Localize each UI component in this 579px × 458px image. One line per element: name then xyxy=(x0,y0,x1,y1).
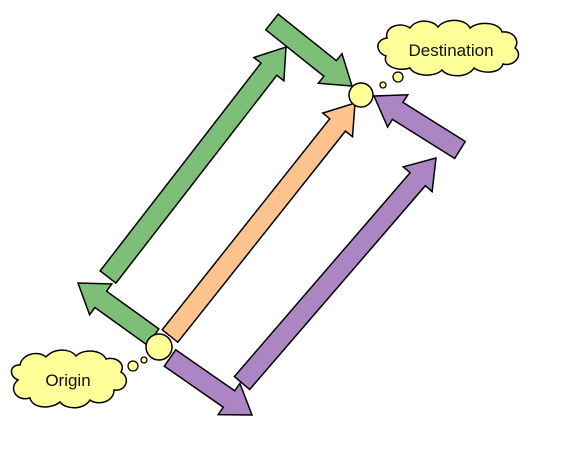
origin-node xyxy=(145,333,173,361)
purple-arrow-1 xyxy=(163,348,254,416)
destination-callout: Destination xyxy=(377,19,520,89)
callout-bubble-small xyxy=(140,356,148,364)
arrows-layer xyxy=(76,13,467,416)
destination-label: Destination xyxy=(408,41,493,60)
origin-label: Origin xyxy=(45,371,90,390)
origin-callout: Origin xyxy=(10,349,148,409)
destination-node xyxy=(348,82,374,108)
purple-arrow-3 xyxy=(372,94,467,160)
callout-bubble-medium xyxy=(127,360,139,372)
green-arrow-3 xyxy=(264,13,354,87)
callout-bubble-small xyxy=(379,81,387,89)
destination-cloud xyxy=(377,19,520,77)
green-arrow-1 xyxy=(76,282,160,347)
callout-bubble-medium xyxy=(392,71,404,83)
green-arrow-2 xyxy=(99,45,287,285)
origin-cloud xyxy=(10,349,128,409)
purple-arrow-2 xyxy=(233,156,437,391)
orange-arrow-1 xyxy=(161,101,356,344)
